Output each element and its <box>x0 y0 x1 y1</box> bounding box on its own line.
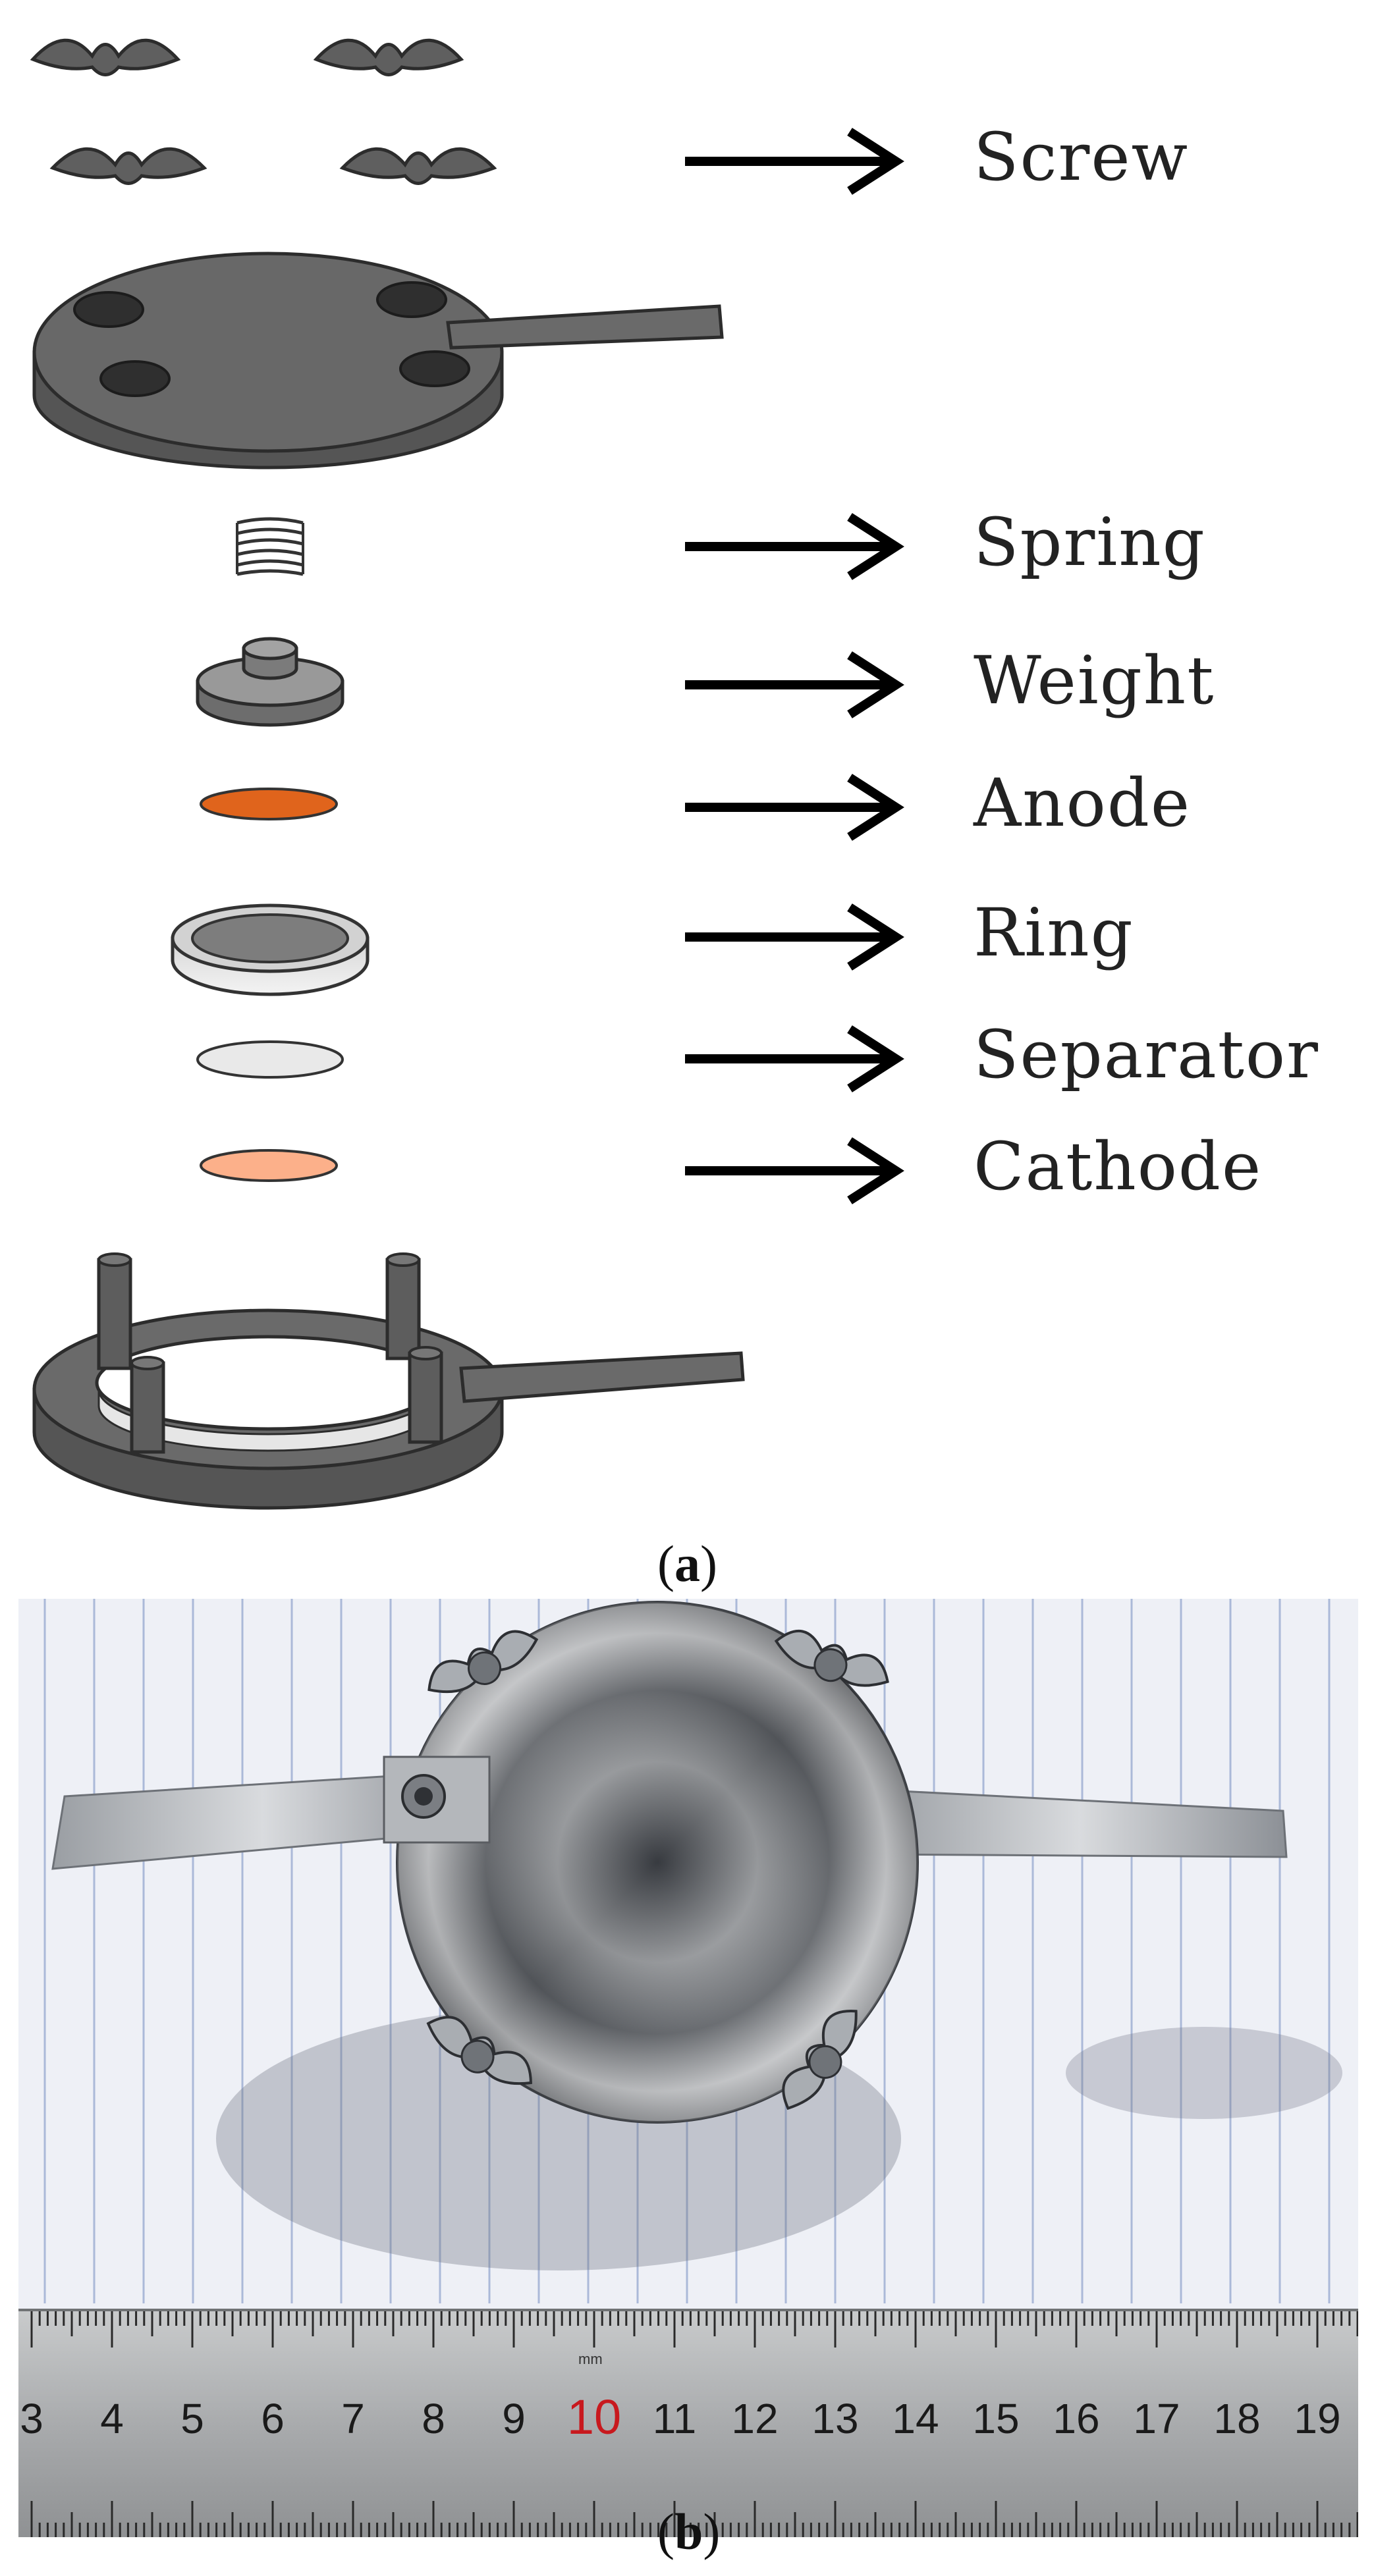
ruler-number: 14 <box>892 2395 939 2442</box>
arrow-icon <box>685 128 904 195</box>
assembled-cell-photo <box>18 1599 1358 2537</box>
label-screw: Screw <box>974 119 1190 196</box>
ruler-number: 18 <box>1213 2395 1261 2442</box>
label-ring: Ring <box>974 894 1134 971</box>
ruler <box>18 2310 1358 2537</box>
ruler-number: 13 <box>811 2395 859 2442</box>
ruler-number: 15 <box>972 2395 1020 2442</box>
label-spring: Spring <box>974 504 1206 581</box>
wing-nut-photo <box>426 2016 532 2085</box>
ruler-number: 19 <box>1294 2395 1341 2442</box>
wing-nut-photo <box>427 1630 539 1694</box>
arrow-icon <box>685 1025 904 1092</box>
ruler-number: 9 <box>502 2395 526 2442</box>
ruler-number: 6 <box>261 2395 285 2442</box>
spring-icon <box>236 517 304 576</box>
ring-icon <box>171 903 370 996</box>
exploded-diagram <box>30 38 904 1510</box>
wing-nut-photo <box>774 1630 889 1687</box>
ruler-ticks <box>30 2311 1358 2537</box>
wing-nut-icon <box>313 38 464 76</box>
label-separator: Separator <box>974 1016 1319 1093</box>
ruler-unit: mm <box>578 2351 603 2367</box>
ruler-number: 4 <box>100 2395 124 2442</box>
ruler-number: 12 <box>731 2395 779 2442</box>
arrow-icon <box>685 774 904 841</box>
ruler-number: 17 <box>1133 2395 1180 2442</box>
separator-disc <box>196 1040 344 1079</box>
arrow-icon <box>685 903 904 971</box>
wing-nut-photo <box>782 2010 858 2110</box>
ruler-number: 7 <box>341 2395 365 2442</box>
ruler-number: 3 <box>20 2395 43 2442</box>
bottom-base <box>32 1252 745 1510</box>
label-anode: Anode <box>974 765 1192 842</box>
arrow-icon <box>685 651 904 718</box>
ruler-number: 10 <box>566 2390 622 2444</box>
ruler-number: 11 <box>652 2395 697 2442</box>
weight-icon <box>196 637 344 727</box>
cathode-disc <box>200 1149 338 1182</box>
arrow-icon <box>685 513 904 580</box>
ruler-number: 5 <box>180 2395 204 2442</box>
ruler-number: 16 <box>1053 2395 1100 2442</box>
top-plate <box>32 252 724 470</box>
wing-nut-icon <box>49 147 207 185</box>
anode-disc <box>200 788 338 820</box>
wing-nut-icon <box>30 38 181 76</box>
caption-a: (a) <box>657 1535 717 1592</box>
label-cathode: Cathode <box>974 1128 1263 1205</box>
wing-nut-icon <box>339 147 497 185</box>
label-weight: Weight <box>974 642 1215 719</box>
caption-b: (b) <box>657 2503 721 2560</box>
arrow-icon <box>685 1137 904 1204</box>
ruler-number: 8 <box>422 2395 445 2442</box>
